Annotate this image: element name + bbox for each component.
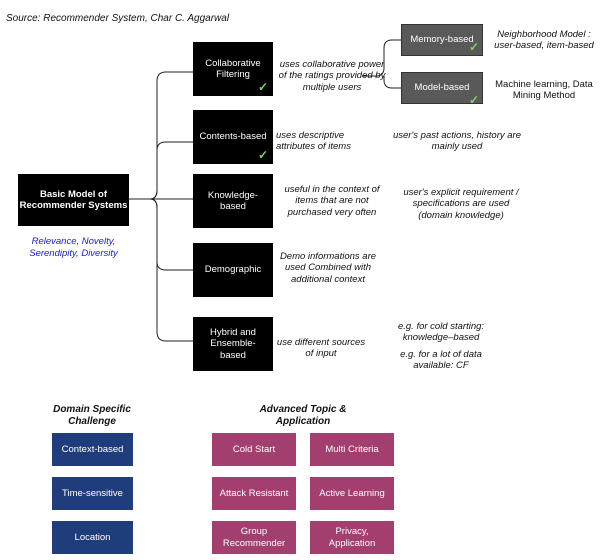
root-note: Relevance, Novelty, Serendipity, Diversi…: [29, 236, 118, 259]
domain-item-label: Context-based: [61, 443, 124, 455]
advanced-item-cold-start: Cold Start: [212, 433, 296, 466]
cf-sub-line-model: [383, 76, 401, 89]
branch-desc-demographic: Demo informations are used Combined with…: [279, 251, 377, 285]
branch-box-contents-based: Contents-based: [193, 110, 273, 164]
source-caption: Source: Recommender System, Char C. Agga…: [6, 13, 230, 24]
branch-label: Hybrid and Ensemble-based: [210, 326, 256, 361]
domain-item-label: Location: [74, 531, 111, 543]
advanced-item-label: Group Recommender: [222, 526, 286, 549]
domain-item-label: Time-sensitive: [62, 487, 123, 499]
advanced-item-active-learning: Active Learning: [310, 477, 394, 510]
check-icon: ✓: [469, 93, 480, 107]
branch-note-hybrid-2: e.g. for a lot of data available: CF: [400, 349, 482, 372]
branch-line-hybrid: [149, 198, 193, 342]
branch-line-demographic: [149, 198, 193, 271]
root-box: Basic Model of Recommender Systems: [18, 174, 129, 226]
cf-sub-label: Model-based: [414, 82, 470, 94]
advanced-title: Advanced Topic & Application: [259, 404, 347, 427]
cf-sub-note-model: Machine learning, Data Mining Method: [495, 79, 593, 102]
advanced-item-multi-criteria: Multi Criteria: [310, 433, 394, 466]
advanced-item-label: Multi Criteria: [325, 443, 379, 455]
cf-sub-box-memory: Memory-based: [401, 24, 483, 56]
branch-label: Contents-based: [199, 131, 267, 143]
cf-sub-note-memory: Neighborhood Model : user-based, item-ba…: [494, 29, 594, 52]
advanced-item-label: Cold Start: [232, 443, 276, 455]
branch-line-content: [149, 141, 193, 200]
branch-note-hybrid-1: e.g. for cold starting: knowledge–based: [397, 321, 485, 344]
cf-sub-box-model: Model-based: [401, 72, 483, 104]
advanced-item-group-recommender: Group Recommender: [212, 521, 296, 554]
advanced-item-attack-resistant: Attack Resistant: [212, 477, 296, 510]
branch-desc-knowledge: useful in the context of items that are …: [284, 184, 380, 218]
advanced-item-label: Active Learning: [319, 487, 385, 499]
domain-specific-title: Domain Specific Challenge: [53, 404, 131, 427]
cf-sub-line-memory: [362, 39, 401, 77]
check-icon: ✓: [469, 40, 480, 54]
advanced-item-label: Privacy, Application: [328, 526, 376, 549]
domain-item-location: Location: [52, 521, 133, 554]
branch-note-content: user's past actions, history are mainly …: [392, 130, 521, 153]
branch-label: Collaborative Filtering: [205, 57, 261, 80]
branch-desc-hybrid: use different sources of input: [276, 337, 366, 360]
advanced-item-privacy-application: Privacy, Application: [310, 521, 394, 554]
branch-label: Knowledge-based: [207, 189, 259, 212]
branch-label: Demographic: [204, 264, 262, 276]
branch-box-hybrid: Hybrid and Ensemble-based: [193, 317, 273, 371]
cf-sub-label: Memory-based: [410, 34, 474, 46]
branch-box-collaborative-filtering: Collaborative Filtering: [193, 42, 273, 96]
branch-desc-content: uses descriptive attributes of items: [276, 130, 351, 153]
branch-note-knowledge: user's explicit requirement / specificat…: [403, 187, 519, 221]
check-icon: ✓: [258, 80, 269, 94]
branch-box-demographic: Demographic: [193, 243, 273, 297]
branch-desc-cf: uses collaborative power of the ratings …: [278, 59, 386, 93]
domain-item-context-based: Context-based: [52, 433, 133, 466]
branch-line-cf: [149, 71, 193, 200]
root-label: Basic Model of Recommender Systems: [19, 188, 128, 211]
branch-box-knowledge-based: Knowledge-based: [193, 174, 273, 228]
advanced-item-label: Attack Resistant: [219, 487, 289, 499]
domain-item-time-sensitive: Time-sensitive: [52, 477, 133, 510]
check-icon: ✓: [258, 148, 269, 162]
